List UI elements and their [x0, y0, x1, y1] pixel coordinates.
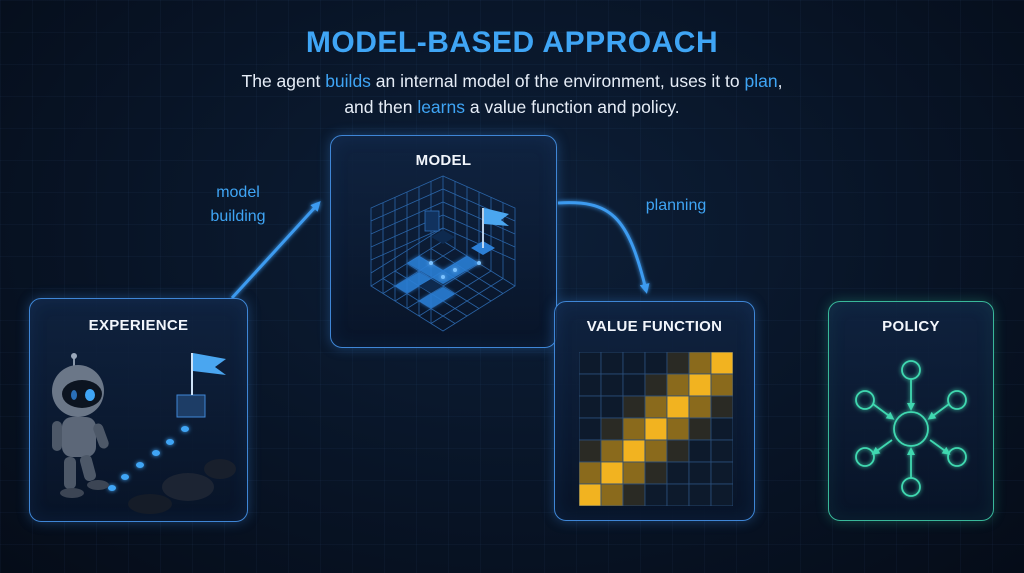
heatmap-cell [688, 483, 712, 506]
subtitle-text: a value function and policy. [464, 97, 680, 117]
heatmap-cell [666, 395, 690, 419]
subtitle-line-1: The agent builds an internal model of th… [0, 68, 1024, 94]
edge-label-planning: planning [645, 197, 707, 214]
robot-icon [52, 353, 109, 498]
heatmap-cell [579, 395, 602, 419]
heatmap-cell [644, 352, 668, 375]
subtitle-line-2: and then learns a value function and pol… [0, 94, 1024, 120]
value-function-title: VALUE FUNCTION [586, 318, 723, 335]
heatmap-cell [579, 352, 602, 375]
model-title: MODEL [415, 152, 472, 169]
edge-label-line: model [216, 184, 260, 201]
heatmap-cell [622, 352, 646, 375]
heatmap-cell [600, 483, 624, 506]
rock-shape [128, 494, 172, 514]
heatmap-cell [688, 439, 712, 463]
subtitle-highlight-builds: builds [325, 71, 371, 91]
heatmap-cell [688, 417, 712, 441]
flag-icon [471, 208, 509, 255]
heatmap-cell [644, 395, 668, 419]
arrow-icon [557, 201, 650, 294]
hub-network-icon [855, 360, 967, 497]
heatmap-cell [666, 352, 690, 375]
rock-shape [204, 459, 236, 479]
subtitle-text: The agent [241, 71, 326, 91]
heatmap-cell [644, 461, 668, 485]
page-subtitle: The agent builds an internal model of th… [0, 68, 1024, 120]
subtitle-text: an internal model of the environment, us… [370, 71, 745, 91]
heatmap-cell [666, 461, 690, 485]
flag-icon [176, 353, 226, 418]
policy-panel: POLICY [828, 301, 994, 521]
page-title: MODEL-BASED APPROACH [305, 26, 719, 59]
heatmap-cell [622, 461, 646, 485]
heatmap-cell [666, 483, 690, 506]
subtitle-highlight-learns: learns [417, 97, 465, 117]
heatmap-cell [710, 461, 733, 485]
heatmap-cell [644, 417, 668, 441]
heatmap-cell [622, 483, 646, 506]
subtitle-highlight-plan: plan [744, 71, 778, 91]
heatmap-cell [622, 373, 646, 397]
heatmap-cell [666, 373, 690, 397]
grid-maze-icon [370, 175, 516, 332]
subtitle-text: , [777, 71, 783, 91]
heatmap-cell [688, 352, 712, 375]
experience-panel: EXPERIENCE [29, 298, 248, 522]
heatmap-cell [710, 417, 733, 441]
heatmap-cell [622, 439, 646, 463]
edge-label-model-building: model building [203, 181, 273, 229]
value-function-panel: VALUE FUNCTION [554, 301, 755, 521]
heatmap-cell [600, 439, 624, 463]
experience-illustration [52, 353, 236, 514]
heatmap-cell [622, 417, 646, 441]
subtitle-text: and then [344, 97, 418, 117]
heatmap-cell [579, 483, 602, 506]
heatmap-grid-icon [579, 352, 733, 506]
heatmap-cell [710, 439, 733, 463]
heatmap-cell [600, 352, 624, 375]
heatmap-cell [688, 461, 712, 485]
heatmap-cell [666, 417, 690, 441]
heatmap-cell [600, 373, 624, 397]
heatmap-cell [600, 417, 624, 441]
heatmap-cell [579, 439, 602, 463]
heatmap-cell [644, 373, 668, 397]
heatmap-cell [600, 461, 624, 485]
heatmap-cell [579, 417, 602, 441]
model-panel: MODEL [330, 135, 557, 348]
heatmap-cell [579, 461, 602, 485]
heatmap-cell [644, 483, 668, 506]
heatmap-cell [710, 352, 733, 375]
heatmap-cell [579, 373, 602, 397]
edge-label-line: building [210, 208, 266, 225]
policy-title: POLICY [882, 318, 940, 335]
heatmap-cell [600, 395, 624, 419]
heatmap-cell [688, 373, 712, 397]
heatmap-cell [710, 483, 733, 506]
rock-shape [162, 473, 214, 501]
experience-title: EXPERIENCE [88, 317, 189, 334]
heatmap-cell [710, 395, 733, 419]
heatmap-cell [688, 395, 712, 419]
path-dots [108, 426, 189, 491]
arrow-icon [230, 201, 321, 300]
heatmap-cell [666, 439, 690, 463]
heatmap-cell [622, 395, 646, 419]
heatmap-cell [644, 439, 668, 463]
heatmap-cell [710, 373, 733, 397]
